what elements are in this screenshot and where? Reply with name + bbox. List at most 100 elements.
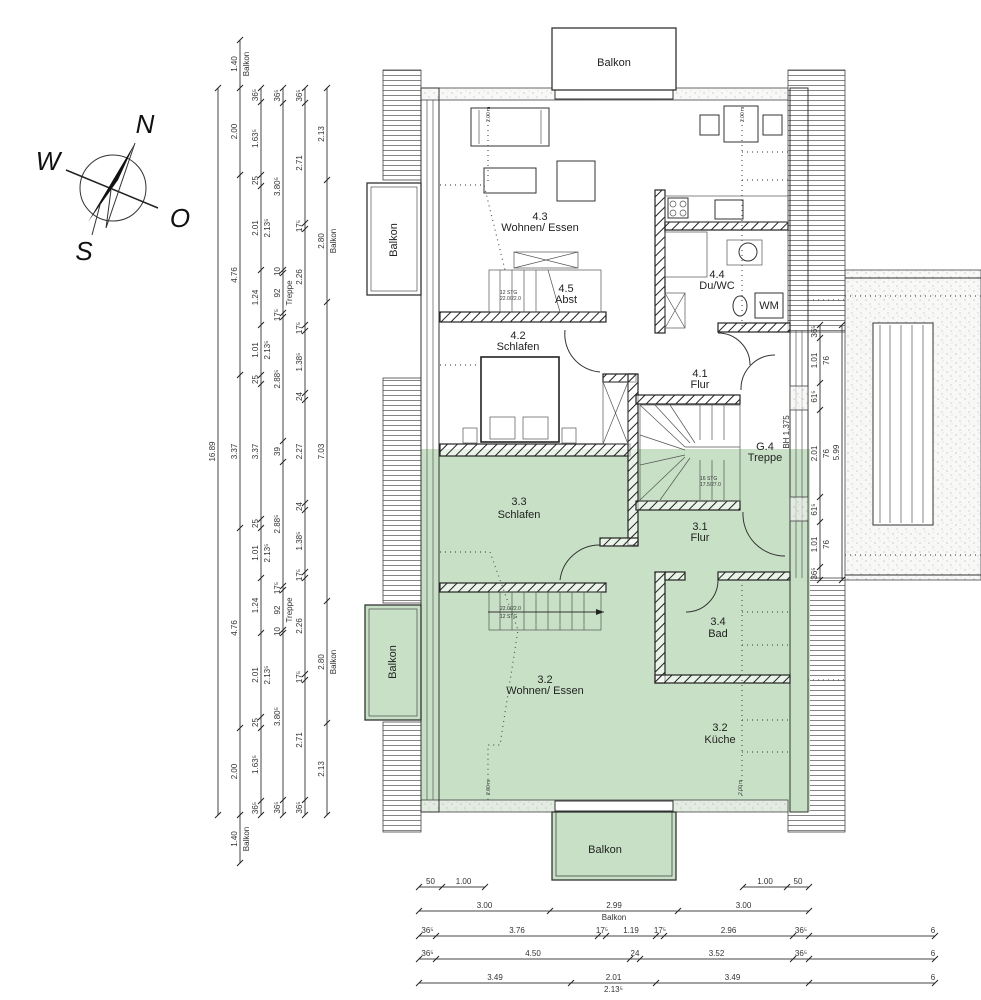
wall <box>599 537 639 547</box>
dimension-tick <box>257 380 265 388</box>
roof-strip <box>382 721 422 833</box>
stair-upper-steps: 12 STG <box>500 290 517 296</box>
terrace <box>844 269 981 581</box>
wall <box>439 443 631 457</box>
wall <box>635 500 741 511</box>
dimension-label: 17⁵ <box>295 569 304 581</box>
dimension-tick <box>415 955 423 963</box>
dimension-tick <box>323 84 331 92</box>
room-name: Schlafen <box>498 509 541 521</box>
dimension-label: 2.96 <box>721 926 737 935</box>
dimension-tick <box>739 883 747 891</box>
dimension-label: 36⁵ <box>421 926 433 935</box>
dining-table <box>723 105 759 143</box>
dimension-label: 1.38⁵ <box>295 532 304 551</box>
dimension-label: 2.88⁵ <box>273 370 282 389</box>
wall <box>664 221 789 231</box>
room-height-marker: 2.00 m <box>740 107 746 122</box>
dimension-tick <box>301 506 309 514</box>
dimension-label: 61⁵ <box>810 390 819 402</box>
dimension-tick <box>805 979 813 987</box>
dimension-label: 1.40 <box>230 56 239 72</box>
dimension-tick <box>214 84 222 92</box>
dimension-label: 36⁵ <box>295 801 304 813</box>
dimension-label: 24 <box>295 392 304 401</box>
wall-pier <box>789 385 809 411</box>
dimension-tick <box>323 811 331 819</box>
wall <box>664 571 686 581</box>
balcony-left-lower: Balkon <box>364 604 422 721</box>
dimension-label: 2.01 <box>251 220 260 236</box>
dimension-label: 17⁵ <box>295 322 304 334</box>
wall <box>654 674 791 684</box>
washing-machine <box>754 292 784 319</box>
wall <box>439 311 607 323</box>
dimension-tick <box>323 176 331 184</box>
wall <box>717 571 791 581</box>
dimension-tick <box>438 883 446 891</box>
room-name: Wohnen/ Essen <box>506 685 583 697</box>
dimension-tick <box>279 266 287 274</box>
dimension-tick <box>323 597 331 605</box>
dimension-label: 4.76 <box>230 267 239 283</box>
dimension-label: 36⁵ <box>273 89 282 101</box>
exterior-wall-left <box>420 87 440 813</box>
dimension-tick <box>636 955 644 963</box>
dimension-tick <box>789 932 797 940</box>
dimension-label: 3.37 <box>251 443 260 459</box>
dimension-tick <box>214 811 222 819</box>
dimension-label: 24 <box>295 502 304 511</box>
compass-south-label: S <box>75 236 93 266</box>
room-name: Flur <box>691 379 710 391</box>
dimension-tick <box>301 219 309 227</box>
dimension-tick <box>257 797 265 805</box>
room-name: Küche <box>704 734 735 746</box>
dimension-sublabel: 2.13⁵ <box>604 985 623 994</box>
dimension-tick <box>279 586 287 594</box>
dimension-label: 17⁵ <box>273 582 282 594</box>
dimension-tick <box>279 582 287 590</box>
dimension-label: 36⁵ <box>251 802 260 814</box>
dimension-tick <box>816 406 824 414</box>
dimension-sublabel: Balkon <box>329 650 338 674</box>
dimension-label: 17⁵ <box>295 220 304 232</box>
dimension-tick <box>236 171 244 179</box>
dimension-tick <box>257 371 265 379</box>
dimension-label: 6 <box>931 973 936 982</box>
dimension-tick <box>838 321 846 329</box>
dimension-label: 2.71 <box>295 155 304 171</box>
dimension-label: 2.01 <box>810 445 819 461</box>
balcony-bottom: Balkon <box>551 811 677 881</box>
shower <box>664 231 708 278</box>
dimension-tick <box>660 932 668 940</box>
dimension-label: 6 <box>931 926 936 935</box>
dimension-tick <box>236 859 244 867</box>
dimension-tick <box>652 979 660 987</box>
balcony-top-label: Balkon <box>597 57 631 69</box>
dimension-label: 17⁵ <box>596 926 608 935</box>
dimension-label: 2.13 <box>317 126 326 142</box>
dimension-label: 17⁵ <box>273 309 282 321</box>
door-swing <box>742 511 786 557</box>
dimension-tick <box>301 84 309 92</box>
balcony-top: Balkon <box>551 27 677 91</box>
compass-south-tick <box>91 204 101 236</box>
dimension-tick <box>257 574 265 582</box>
dimension-label: 1.63⁵ <box>251 129 260 148</box>
dimension-tick <box>257 724 265 732</box>
dimension-tick <box>432 955 440 963</box>
dimension-label: 16.89 <box>208 441 217 462</box>
dimension-label: 36⁵ <box>810 325 819 337</box>
dimension-label: 92 <box>273 288 282 297</box>
dimension-sublabel: Treppe <box>285 280 294 306</box>
door-swing <box>740 354 776 391</box>
room-name: Wohnen/ Essen <box>501 222 578 234</box>
compass-circle <box>79 154 147 222</box>
window-bottom <box>554 800 674 812</box>
cabinet <box>513 251 579 269</box>
dimension-label: 1.38⁵ <box>295 353 304 372</box>
exterior-walls <box>420 87 809 813</box>
dimension-tick <box>301 811 309 819</box>
balcony-left-upper: Balkon <box>366 182 422 296</box>
dimension-label: 36⁵ <box>273 801 282 813</box>
